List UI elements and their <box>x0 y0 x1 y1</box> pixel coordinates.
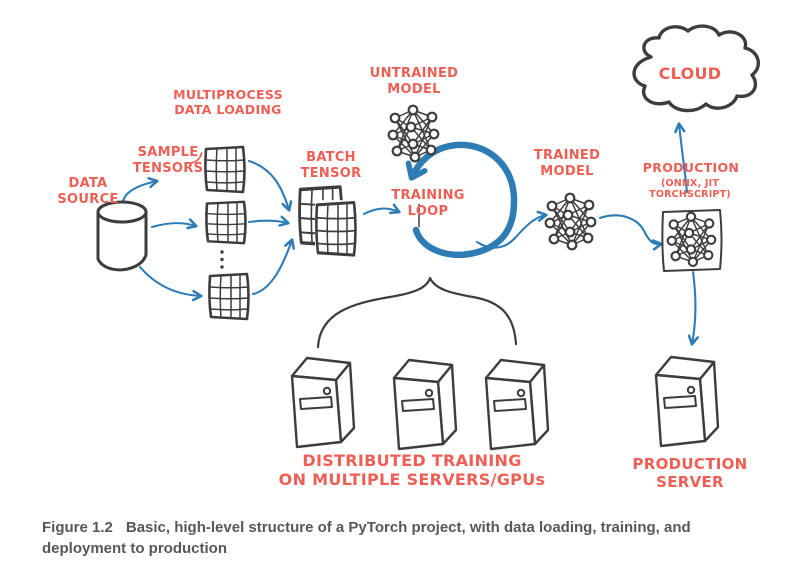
database-icon <box>96 200 148 272</box>
label-trained-model: TRAINED MODEL <box>533 148 601 179</box>
label-sample-tensors: SAMPLE TENSORS <box>132 145 204 176</box>
label-training-loop: TRAINING LOOP <box>391 188 465 219</box>
flow-arrow-production-to-cloud <box>674 122 689 194</box>
production-model-icon <box>661 209 723 272</box>
flow-arrows <box>122 122 700 346</box>
training-loop-arrow-icon <box>405 141 518 259</box>
label-untrained-model: UNTRAINED MODEL <box>369 66 459 97</box>
flow-arrow-source-to-tensor3 <box>138 265 203 302</box>
label-production: PRODUCTION <box>642 160 740 175</box>
ellipsis-dots <box>220 250 224 269</box>
production-server-icon <box>654 355 720 448</box>
untrained-model-icon <box>387 104 440 163</box>
tensor-grid-icon-3 <box>208 272 250 321</box>
flow-arrow-tensor2-to-batch <box>247 215 290 227</box>
flow-arrow-tensor3-to-batch <box>251 238 295 296</box>
tensor-grid-icon-2 <box>205 200 247 245</box>
server-tower-icon-3 <box>484 358 550 451</box>
tensor-grid-icon-1 <box>204 145 246 194</box>
figure-caption-number: Figure 1.2 <box>42 519 113 536</box>
flow-arrow-source-to-tensor2 <box>150 218 198 230</box>
figure-caption-text: Basic, high-level structure of a PyTorch… <box>42 519 691 557</box>
cloud-icon <box>632 24 761 113</box>
label-distributed-training: DISTRIBUTED TRAINING ON MULTIPLE SERVERS… <box>278 451 546 490</box>
label-data-source: DATA SOURCE <box>57 176 119 207</box>
flow-arrow-tensor1-to-batch <box>247 159 293 212</box>
label-production-formats: (ONNX, JIT TORCHSCRIPT) <box>649 178 731 201</box>
label-production-server: PRODUCTION SERVER <box>632 455 748 491</box>
brace <box>316 276 518 349</box>
label-batch-tensor: BATCH TENSOR <box>300 150 362 181</box>
server-tower-icon-1 <box>290 356 356 449</box>
trained-model-icon <box>544 192 597 251</box>
batch-tensor-icon <box>297 185 358 257</box>
label-multiprocess-data-loading: MULTIPROCESS DATA LOADING <box>173 87 283 117</box>
label-cloud: CLOUD <box>658 64 722 83</box>
label-leader-arrow <box>190 152 203 164</box>
server-tower-icon-2 <box>392 358 458 451</box>
flow-arrow-batch-to-loop <box>362 203 401 216</box>
flow-arrow-trained-to-production <box>598 214 663 251</box>
flow-arrow-production-to-server <box>687 270 700 346</box>
